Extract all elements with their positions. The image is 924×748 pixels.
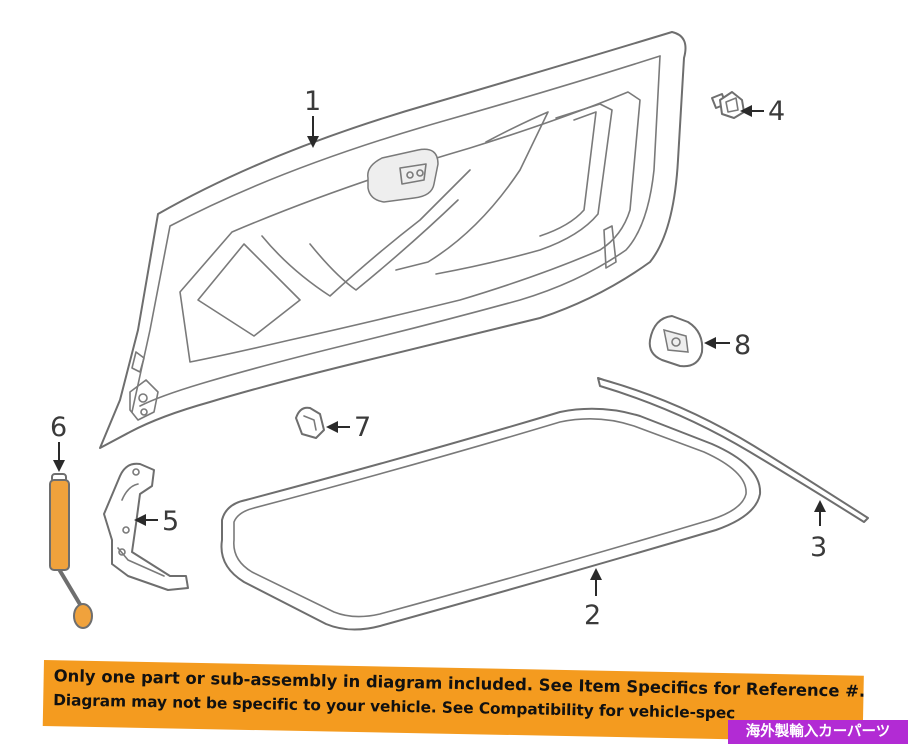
lift-support-strut-part	[49, 473, 93, 629]
callout-number: 5	[162, 506, 179, 537]
callout-1: 1	[304, 86, 321, 148]
callout-number: 1	[304, 86, 321, 117]
callout-number: 4	[768, 96, 785, 127]
callout-6: 6	[50, 412, 67, 472]
callout-2: 2	[584, 568, 602, 631]
callout-3: 3	[810, 500, 827, 563]
callout-4: 4	[740, 96, 785, 127]
store-badge: 海外製輸入カーパーツ	[728, 720, 908, 744]
trunk-lid-part	[99, 31, 687, 449]
callout-5: 5	[134, 506, 179, 537]
callout-number: 8	[734, 330, 751, 361]
callout-number: 7	[354, 412, 371, 443]
push-retainer-part	[711, 91, 745, 119]
lid-bumper-part	[295, 406, 325, 439]
callout-number: 3	[810, 532, 827, 563]
callout-7: 7	[326, 412, 371, 443]
seal-strip-part	[597, 377, 869, 523]
callout-8: 8	[704, 330, 751, 361]
latch-striker-part	[648, 315, 704, 368]
callout-number: 2	[584, 600, 601, 631]
weatherstrip-seal-part	[220, 407, 762, 631]
hinge-part	[103, 462, 189, 591]
callout-number: 6	[50, 412, 67, 443]
